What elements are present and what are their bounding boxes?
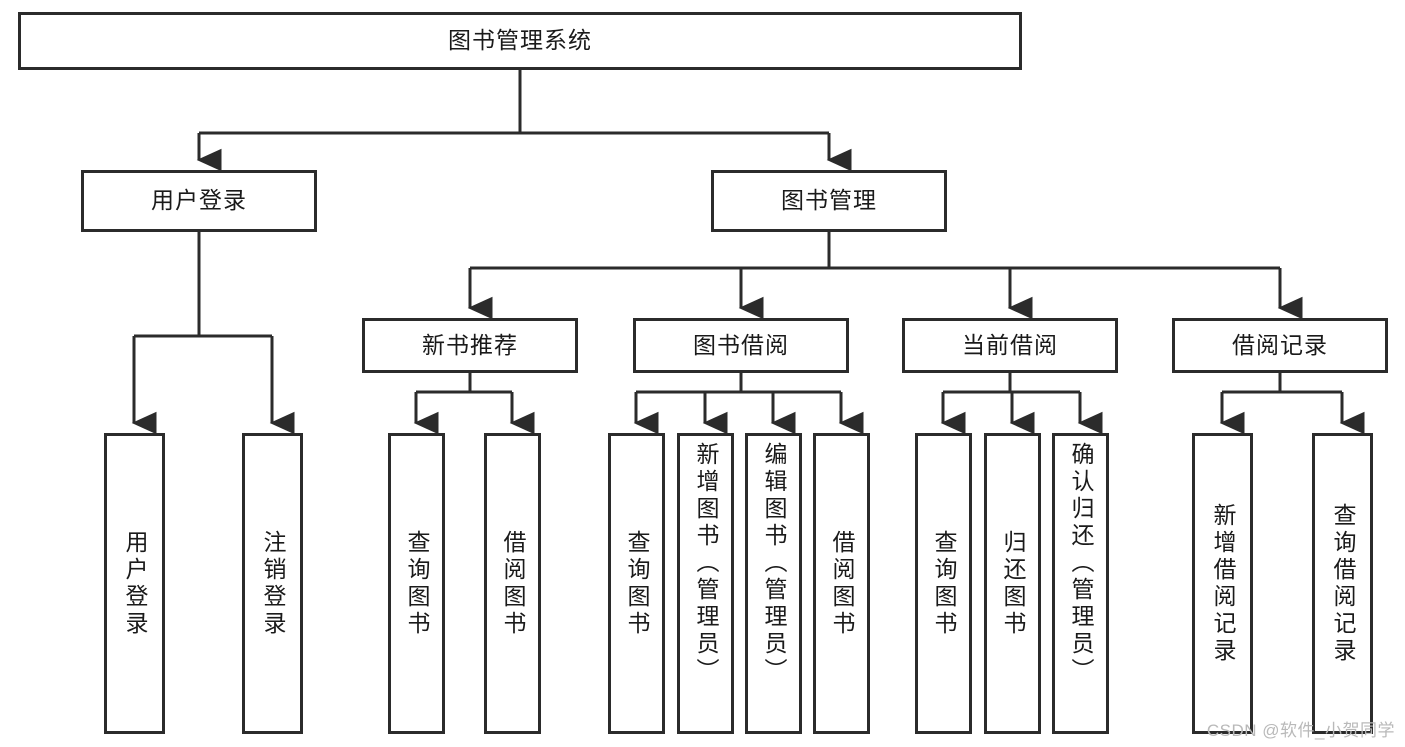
- edges-bookmgmt-to-level2: [467, 232, 1303, 320]
- node-root-label: 图书管理系统: [448, 27, 592, 54]
- leaf-query-borrow-record-label: 查询借阅记录: [1330, 502, 1356, 665]
- edges-newbook-to-leaves: [413, 373, 535, 435]
- leaf-confirm-return-admin-label: 确认归还（管理员）: [1068, 442, 1094, 685]
- edges-root-to-level1: [196, 70, 852, 172]
- node-current-borrow[interactable]: 当前借阅: [902, 318, 1118, 373]
- node-current-borrow-label: 当前借阅: [962, 331, 1058, 358]
- leaf-borrow-book[interactable]: 借阅图书: [813, 433, 870, 734]
- edges-userlogin-to-leaves: [131, 232, 295, 435]
- leaf-confirm-return-admin[interactable]: 确认归还（管理员）: [1052, 433, 1109, 734]
- leaf-borrow-book-recommend-label: 借阅图书: [500, 529, 526, 638]
- leaf-query-borrow-record[interactable]: 查询借阅记录: [1312, 433, 1373, 734]
- leaf-user-login-label: 用户登录: [122, 529, 148, 638]
- leaf-logout-login[interactable]: 注销登录: [242, 433, 303, 734]
- node-root[interactable]: 图书管理系统: [18, 12, 1022, 70]
- leaf-query-book-current[interactable]: 查询图书: [915, 433, 972, 734]
- leaf-return-book-label: 归还图书: [1000, 529, 1026, 638]
- node-book-borrow[interactable]: 图书借阅: [633, 318, 849, 373]
- node-borrow-records-label: 借阅记录: [1232, 331, 1328, 358]
- edges-current-to-leaves: [940, 373, 1103, 435]
- node-new-book-recommend[interactable]: 新书推荐: [362, 318, 578, 373]
- leaf-add-book-admin-label: 新增图书（管理员）: [693, 442, 719, 685]
- leaf-borrow-book-recommend[interactable]: 借阅图书: [484, 433, 541, 734]
- node-borrow-records[interactable]: 借阅记录: [1172, 318, 1388, 373]
- leaf-borrow-book-label: 借阅图书: [829, 529, 855, 638]
- leaf-query-book-borrow-label: 查询图书: [624, 529, 650, 638]
- leaf-edit-book-admin-label: 编辑图书（管理员）: [761, 442, 787, 685]
- node-book-management[interactable]: 图书管理: [711, 170, 947, 232]
- leaf-return-book[interactable]: 归还图书: [984, 433, 1041, 734]
- csdn-watermark: CSDN @软件_小贺同学: [1206, 721, 1395, 740]
- node-user-login[interactable]: 用户登录: [81, 170, 317, 232]
- leaf-logout-login-label: 注销登录: [260, 529, 286, 638]
- leaf-query-book-current-label: 查询图书: [931, 529, 957, 638]
- leaf-query-book-recommend[interactable]: 查询图书: [388, 433, 445, 734]
- leaf-edit-book-admin[interactable]: 编辑图书（管理员）: [745, 433, 802, 734]
- leaf-user-login[interactable]: 用户登录: [104, 433, 165, 734]
- leaf-add-book-admin[interactable]: 新增图书（管理员）: [677, 433, 734, 734]
- edges-records-to-leaves: [1219, 373, 1365, 435]
- edges-borrow-to-leaves: [633, 373, 864, 435]
- leaf-query-book-recommend-label: 查询图书: [404, 529, 430, 638]
- leaf-query-book-borrow[interactable]: 查询图书: [608, 433, 665, 734]
- node-book-management-label: 图书管理: [781, 187, 877, 214]
- leaf-add-borrow-record-label: 新增借阅记录: [1210, 502, 1236, 665]
- leaf-add-borrow-record[interactable]: 新增借阅记录: [1192, 433, 1253, 734]
- node-book-borrow-label: 图书借阅: [693, 331, 789, 358]
- node-user-login-label: 用户登录: [151, 187, 247, 214]
- node-new-book-recommend-label: 新书推荐: [422, 331, 518, 358]
